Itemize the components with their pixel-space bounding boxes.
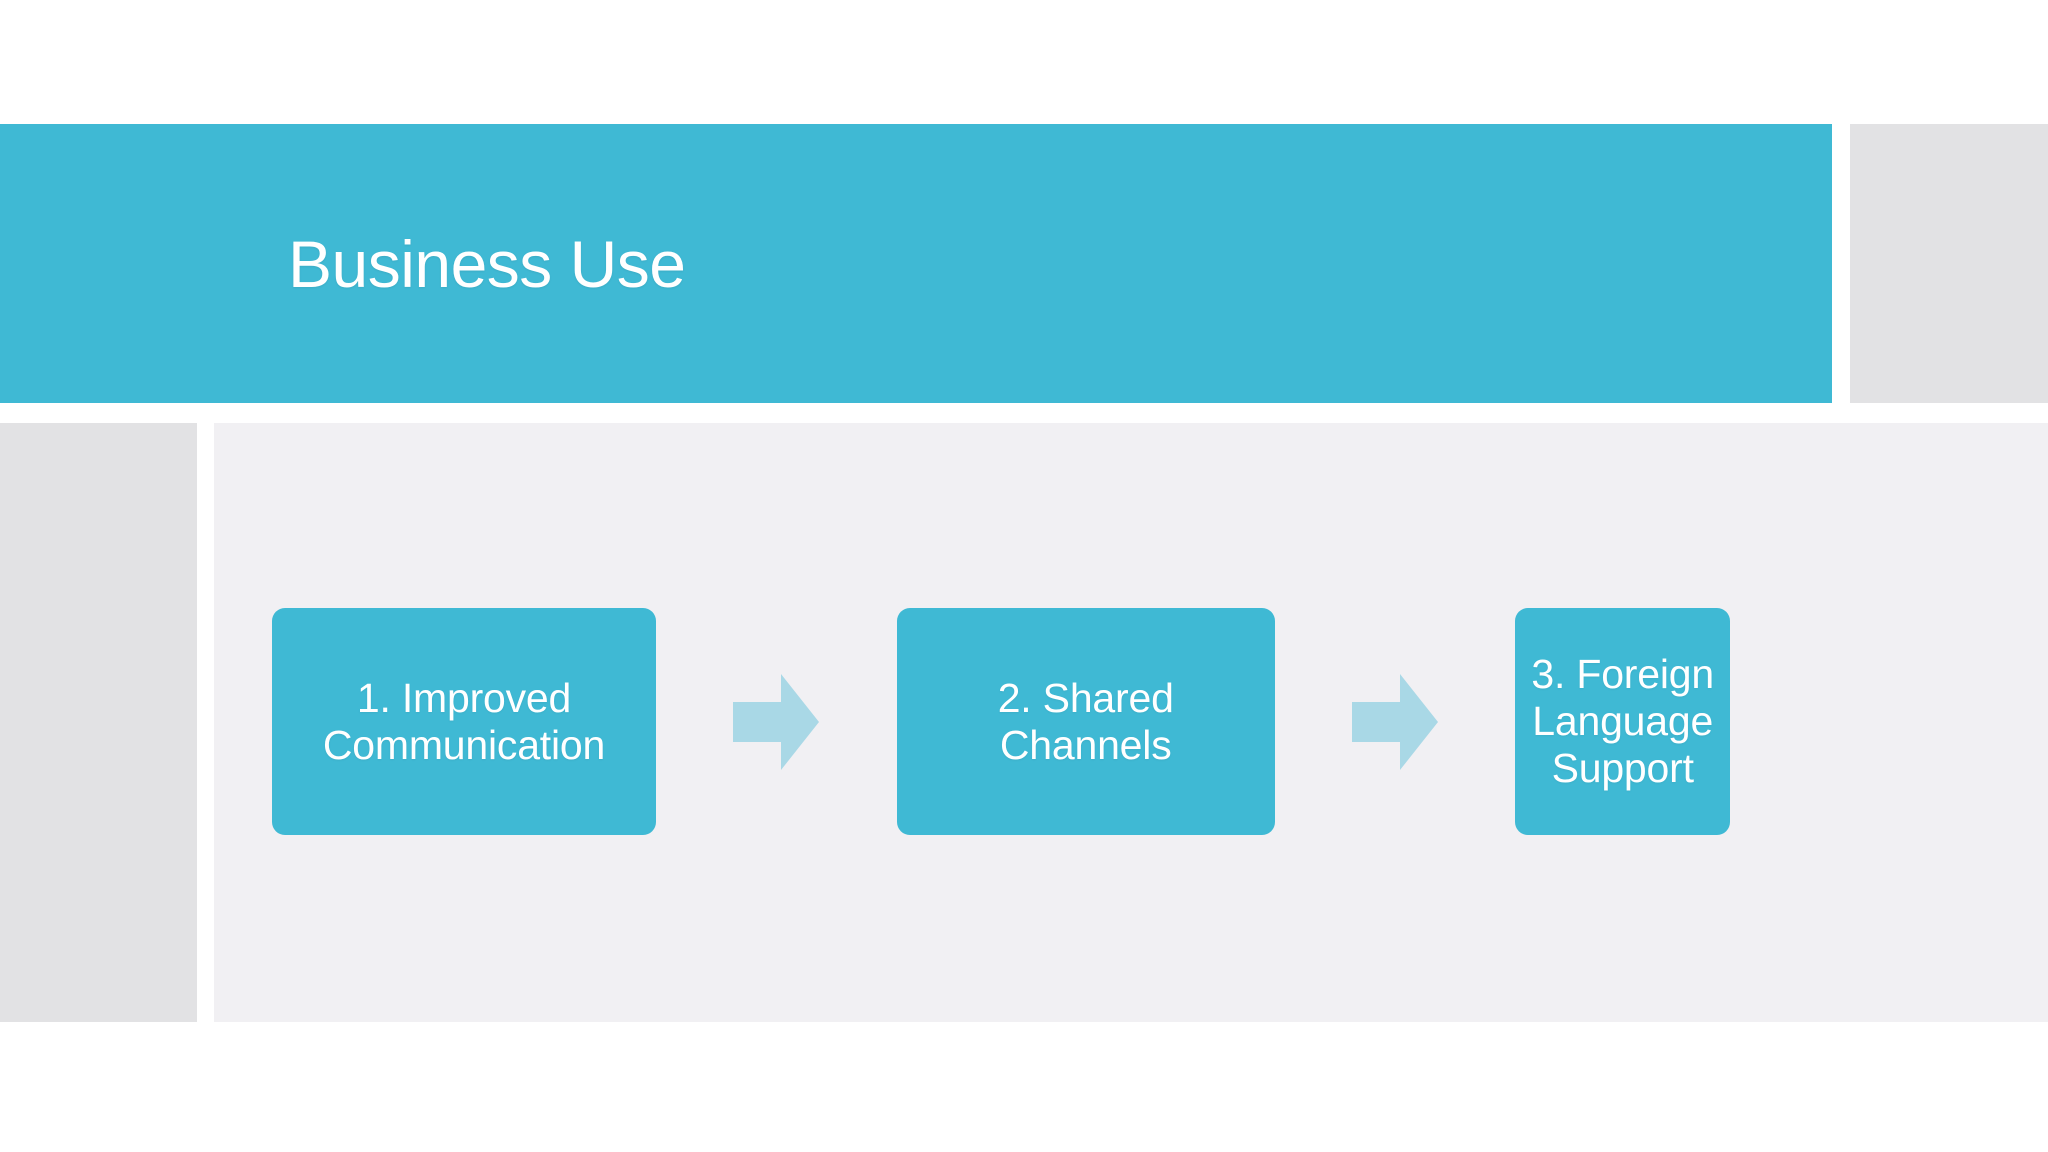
content-panel: 1. Improved Communication 2. Shared Chan… (214, 423, 2048, 1022)
header-accent-block (1850, 124, 2048, 403)
flow-step-3[interactable]: 3. Foreign Language Support (1515, 608, 1730, 835)
flow-step-2-label: 2. Shared Channels (997, 674, 1174, 768)
process-flow-diagram: 1. Improved Communication 2. Shared Chan… (272, 608, 1730, 835)
page-title: Business Use (288, 226, 686, 301)
flow-step-3-label: 3. Foreign Language Support (1531, 651, 1714, 791)
title-banner: Business Use (0, 124, 1832, 403)
flow-step-2[interactable]: 2. Shared Channels (896, 608, 1275, 835)
flow-step-1[interactable]: 1. Improved Communication (272, 608, 656, 835)
sidebar-accent-block (0, 423, 197, 1022)
flow-step-1-label: 1. Improved Communication (322, 674, 606, 768)
arrow-right-icon (733, 673, 820, 770)
arrow-right-icon (1352, 673, 1439, 770)
